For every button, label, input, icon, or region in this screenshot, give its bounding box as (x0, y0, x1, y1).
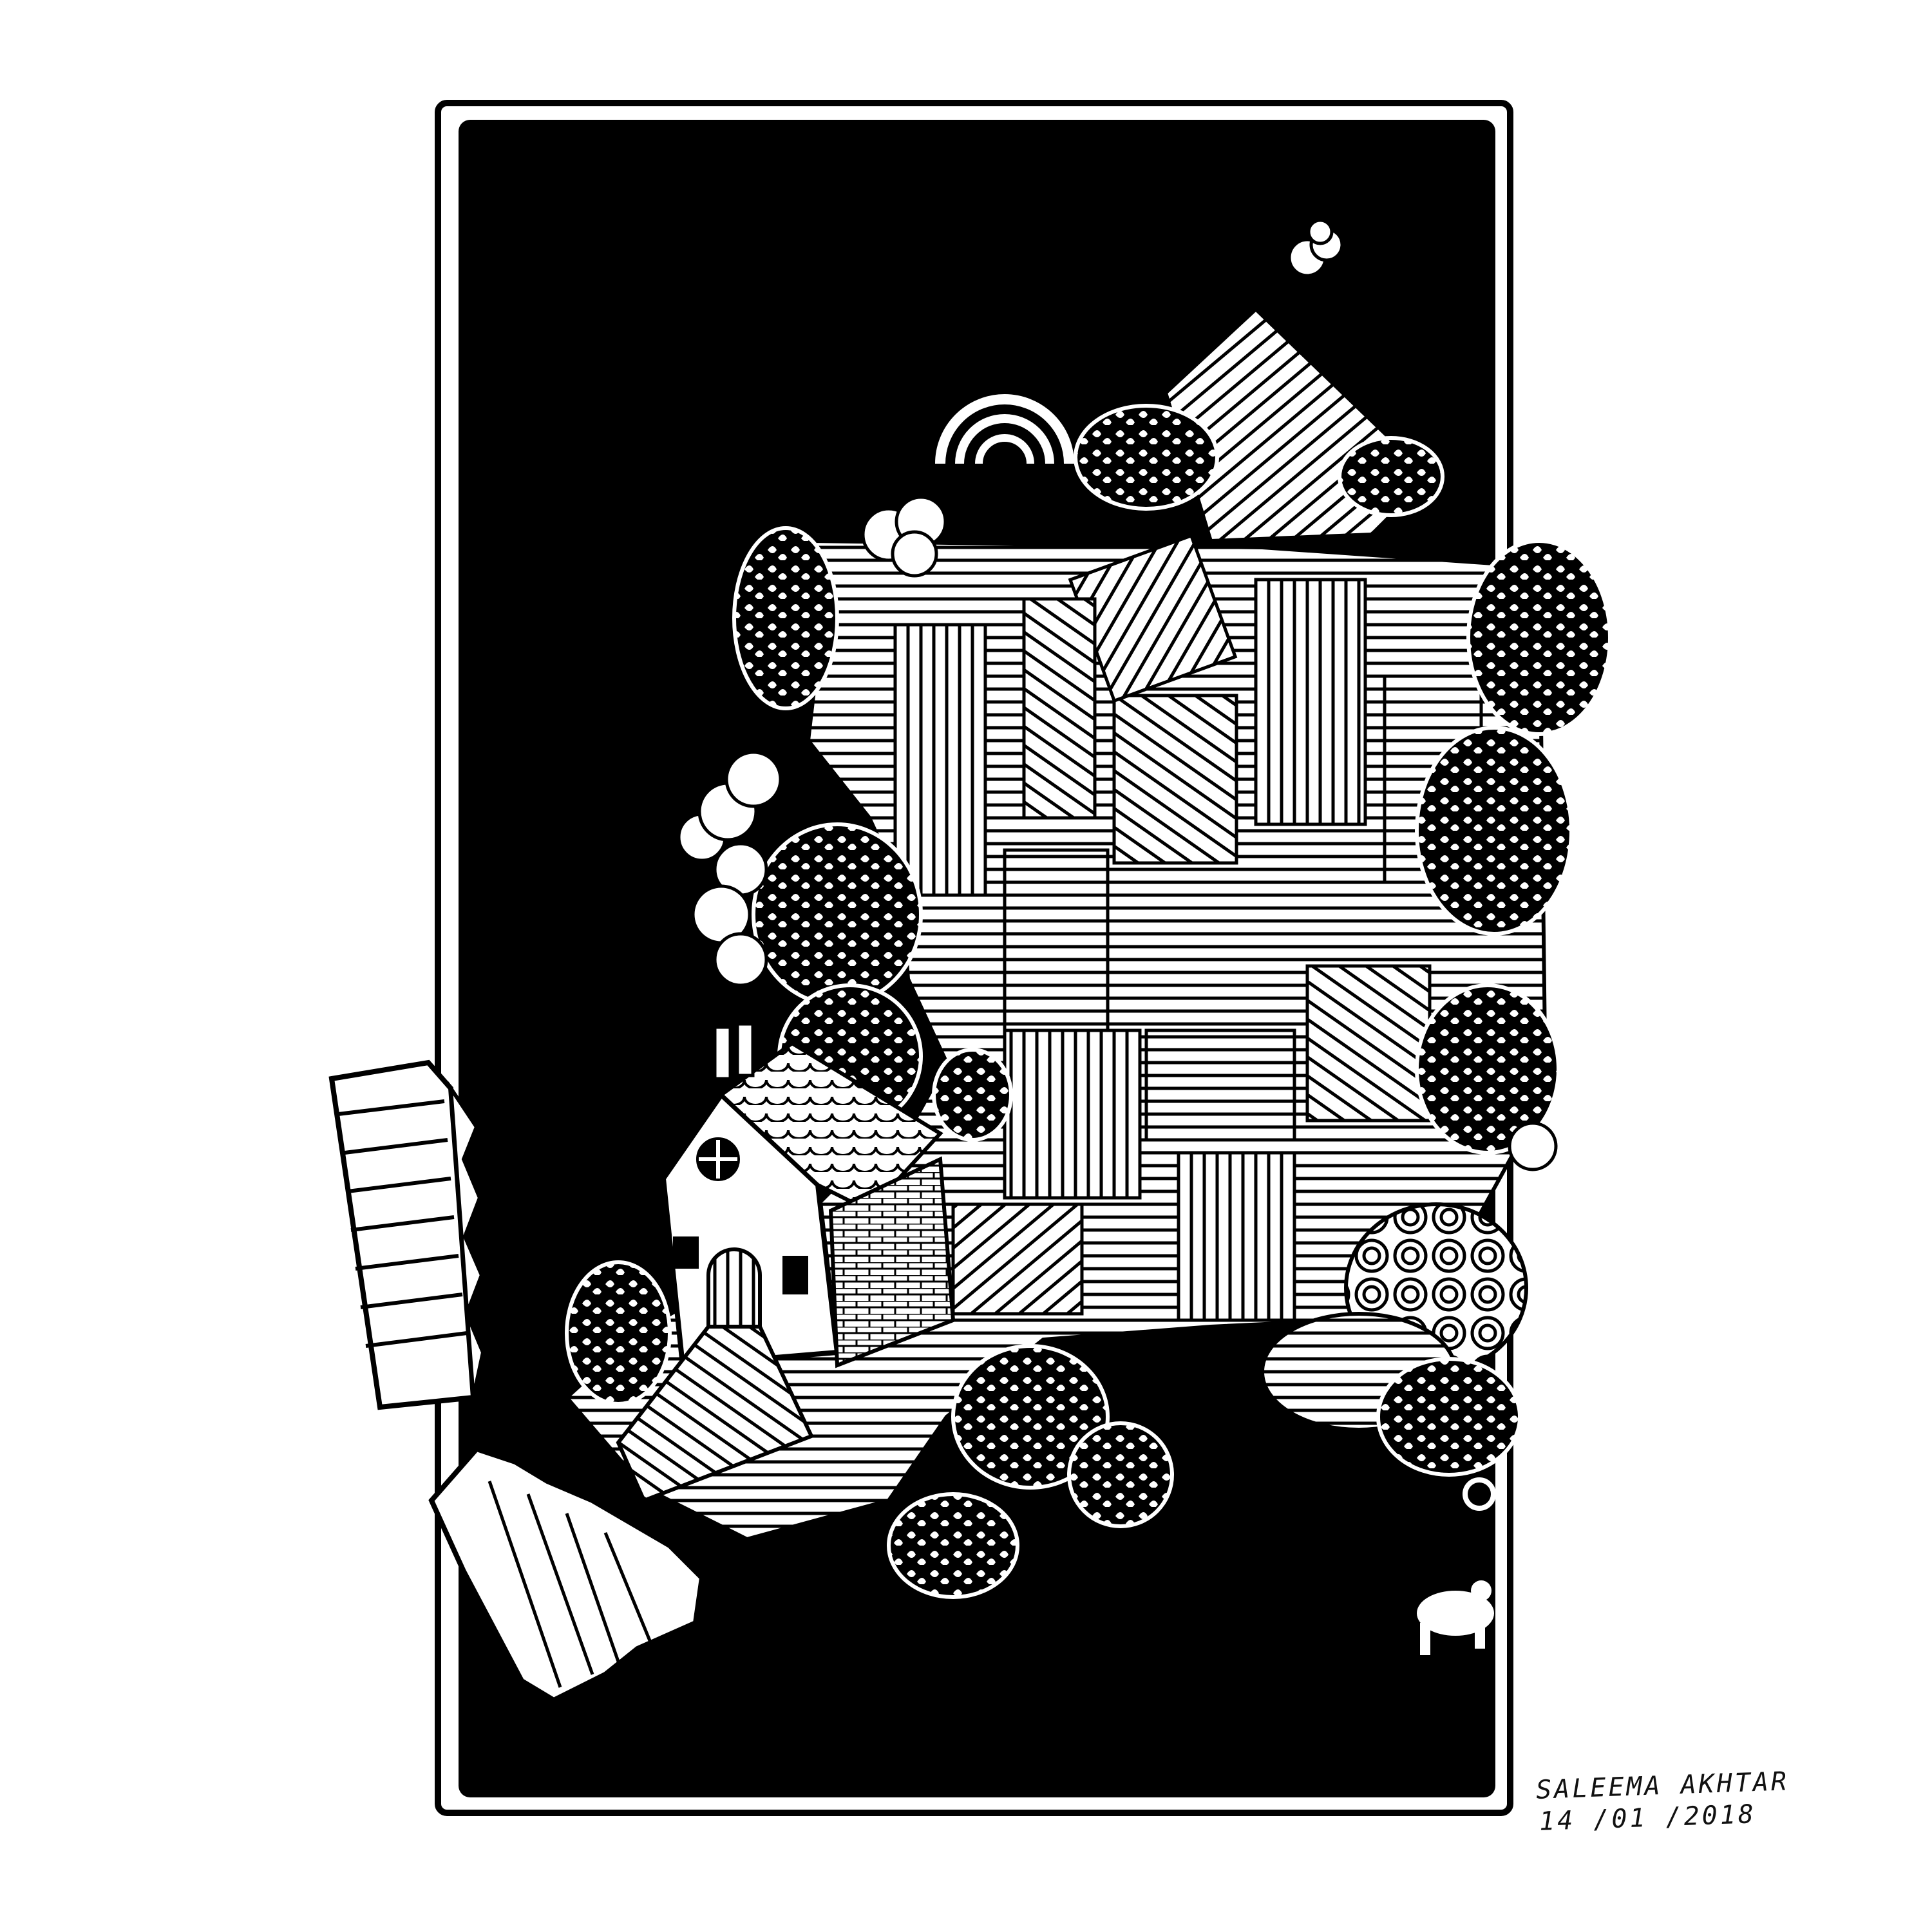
broken-fence-piece (428, 1446, 705, 1703)
small-house (616, 1022, 956, 1503)
broken-slab-left (328, 1059, 486, 1410)
small-creature (1417, 1477, 1496, 1655)
swirl-arcs (935, 394, 1528, 1432)
smoke-clouds (677, 218, 1558, 1171)
foliage (565, 404, 1612, 1599)
